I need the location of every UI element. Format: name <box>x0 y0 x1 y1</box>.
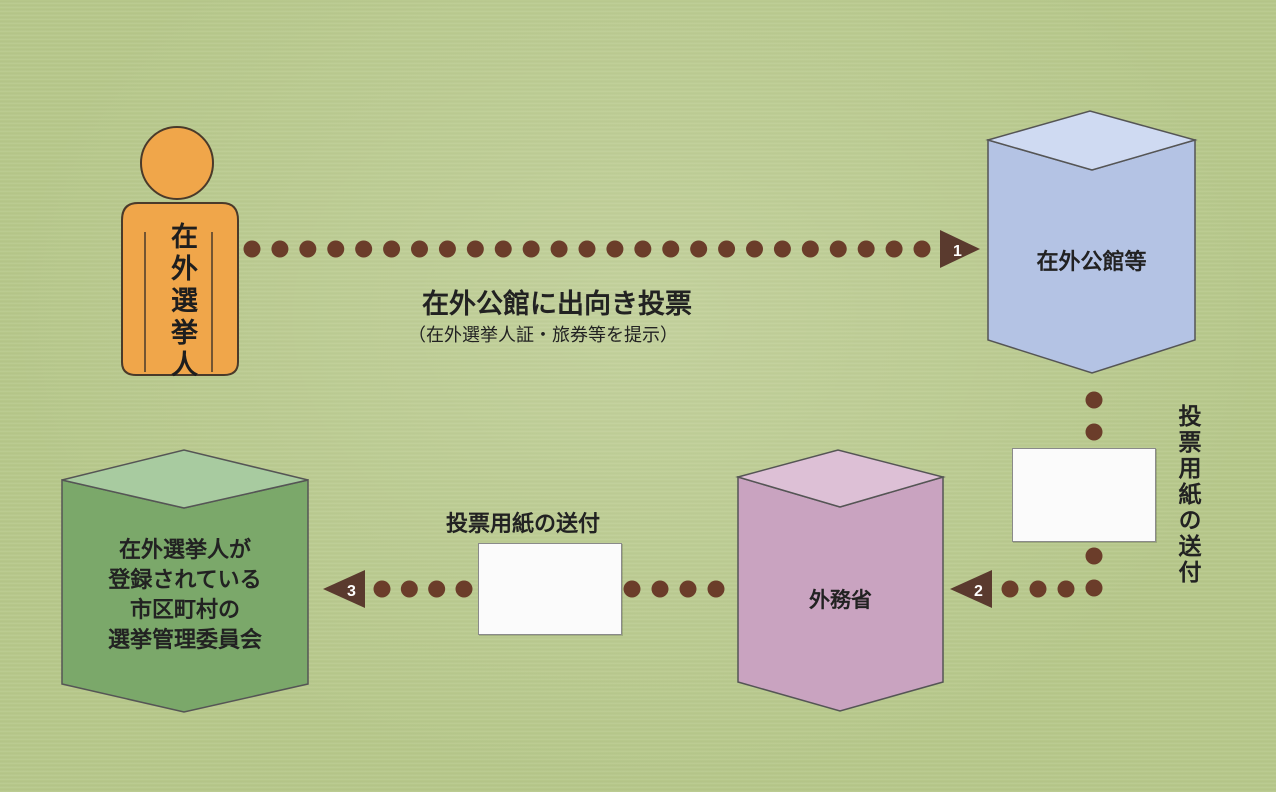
flow3-right-dot-33 <box>651 580 669 598</box>
committee-label-line-3: 市区町村の <box>129 598 240 623</box>
flow1-dot-8 <box>466 240 484 258</box>
step-3-number: 3 <box>347 583 356 600</box>
embassy-box <box>985 110 1198 374</box>
flow1-dot-16 <box>690 240 708 258</box>
flow1-dot-6 <box>411 240 428 258</box>
flow3-left-dot-38 <box>428 580 446 598</box>
flow1-dot-12 <box>578 240 596 258</box>
flow2-horizontal-dot-30 <box>1029 580 1047 598</box>
flow1-dot-7 <box>438 240 456 258</box>
step-3-arrow: 3 <box>323 570 365 608</box>
embassy-label: 在外公館等 <box>1036 250 1147 275</box>
committee-label-line-1: 在外選挙人が <box>118 538 251 563</box>
voter-figure <box>121 126 239 376</box>
flow1-dot-3 <box>327 240 345 258</box>
flow1-dot-19 <box>773 240 791 258</box>
flow1-label: 在外公館に出向き投票 <box>422 289 692 320</box>
flow3-right-dot-35 <box>707 580 725 598</box>
committee-box-top <box>61 449 309 509</box>
flow2-lower-dot-28 <box>1085 579 1103 597</box>
flow1-dot-17 <box>718 240 736 258</box>
flow1-dot-14 <box>634 240 652 258</box>
flow1-dot-23 <box>885 240 903 258</box>
flow2-label: 投票用紙の送付 <box>1174 404 1200 586</box>
flow1-dot-9 <box>494 240 512 258</box>
flow1-dot-24 <box>913 240 931 258</box>
ballot-paper-flow3 <box>478 543 622 635</box>
flow1-dot-4 <box>355 240 373 258</box>
flow1-dot-5 <box>383 240 401 258</box>
flow1-sublabel: （在外選挙人証・旅券等を提示） <box>408 325 678 346</box>
flow3-right-dot-32 <box>623 580 641 598</box>
committee-box <box>61 449 309 713</box>
mofa-label: 外務省 <box>809 588 872 612</box>
flow1-dot-21 <box>829 240 847 258</box>
ballot-paper-flow2 <box>1012 448 1156 542</box>
step-1-number: 1 <box>953 243 962 260</box>
flow3-right-dot-34 <box>679 580 697 598</box>
committee-label-line-4: 選挙管理委員会 <box>107 628 262 653</box>
step-1-arrow-shape <box>940 230 980 268</box>
flow1-dot-10 <box>522 240 540 258</box>
voter-head <box>140 126 214 200</box>
step-2-arrow-shape <box>950 570 992 608</box>
flow3-left-dot-36 <box>373 580 391 598</box>
flow2-horizontal-dot-29 <box>1001 580 1019 598</box>
step-1-arrow: 1 <box>940 230 980 268</box>
flow1-dot-18 <box>746 240 763 258</box>
step-3-arrow-shape <box>323 570 365 608</box>
mofa-box-top <box>735 449 946 508</box>
flow1-dot-2 <box>299 240 317 258</box>
flow1-dot-1 <box>271 240 289 258</box>
embassy-box-top <box>985 110 1198 171</box>
flow1-dot-0 <box>243 240 261 258</box>
flow1-dot-15 <box>662 240 680 258</box>
voter-label: 在外選挙人 <box>166 222 197 382</box>
voter-body <box>121 202 239 376</box>
flow-dots <box>243 240 1103 598</box>
flow1-dot-11 <box>550 240 568 258</box>
flow2-horizontal-dot-31 <box>1057 580 1075 598</box>
flow2-lower-dot-27 <box>1085 547 1103 565</box>
step-2-arrow: 2 <box>950 570 992 608</box>
flow2-upper-dot-25 <box>1085 391 1103 409</box>
step-2-number: 2 <box>974 583 983 600</box>
flow1-dot-22 <box>857 240 875 258</box>
flow3-label: 投票用紙の送付 <box>446 512 601 537</box>
flow3-left-dot-39 <box>455 580 473 598</box>
committee-label-line-2: 登録されている <box>108 568 262 593</box>
flow2-upper-dot-26 <box>1085 423 1103 441</box>
flow1-dot-13 <box>606 240 624 258</box>
mofa-box <box>735 449 946 712</box>
flow1-dot-20 <box>801 240 819 258</box>
flow3-left-dot-37 <box>400 580 418 598</box>
committee-label: 在外選挙人が 登録されている 市区町村の 選挙管理委員会 <box>62 536 308 656</box>
